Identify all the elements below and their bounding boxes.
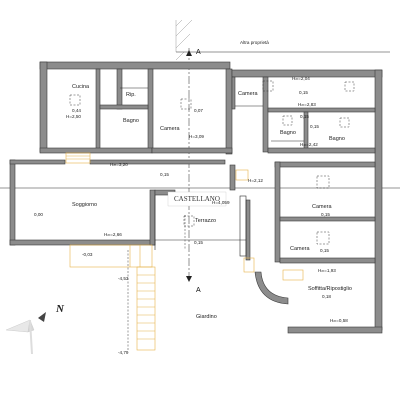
- north-mark: N: [55, 303, 65, 315]
- height-soggiorno: Hₘ=2,66: [104, 232, 122, 237]
- section-marker-top: A: [196, 49, 201, 56]
- height-corridor: Hₘ=3,20: [110, 162, 128, 167]
- walls: [9, 61, 383, 334]
- elevation-stair-mid: -4,53: [118, 276, 129, 281]
- elevation-stair-top: -0,03: [82, 252, 93, 257]
- elevation-cucina: 0,44: [72, 108, 81, 113]
- north-arrow-icon: [5, 312, 46, 355]
- room-label-soffitta: Soffitta/Ripostiglio: [308, 286, 352, 292]
- elevation-soffitta: 0,18: [322, 294, 331, 299]
- height-lower-right: Hₘ=1,93: [318, 268, 336, 273]
- height-camera-1: H=3,09: [189, 134, 204, 139]
- elevation-camera-2: 0,15: [299, 90, 308, 95]
- curved-balcony-wall: [254, 271, 289, 305]
- light-fixtures: [69, 80, 355, 250]
- stairs: [65, 152, 304, 351]
- room-label-bagno-1: Bagno: [123, 118, 139, 124]
- height-bagno-2: Hₘ=2,83: [298, 102, 316, 107]
- elevation-soggiorno: 0,00: [34, 212, 43, 217]
- room-label-camera-1: Camera: [160, 126, 181, 132]
- height-bagno-3: Hₘ=2,42: [300, 142, 318, 147]
- room-label-camera-2: Camera: [238, 91, 259, 97]
- logo-text: CASTELLANO: [174, 195, 220, 203]
- label-giardino: Giardino: [196, 314, 217, 320]
- height-hall: H=2,12: [248, 178, 263, 183]
- room-label-camera-4: Camera: [290, 246, 311, 252]
- neighbour-property-label: Altra proprietà: [240, 40, 269, 45]
- elevation-bagno-2: 0,15: [300, 114, 309, 119]
- height-camera-2: Hₘ=2,04: [292, 76, 310, 81]
- height-cucina: H=2,50: [66, 114, 81, 119]
- room-label-camera-3: Camera: [312, 204, 333, 210]
- section-arrow-bottom: [186, 276, 192, 282]
- room-label-bagno-3: Bagno: [329, 136, 345, 142]
- room-label-terrazzo: Terrazzo: [195, 218, 216, 224]
- room-label-cucina: Cucina: [72, 84, 90, 90]
- logo: CASTELLANO H=4,059: [167, 191, 230, 207]
- section-marker-bottom: A: [196, 287, 201, 294]
- height-soffitta: Hₘ=0,58: [330, 318, 348, 323]
- inner-lines: [120, 87, 304, 257]
- room-label-bagno-2: Bagno: [280, 130, 296, 136]
- logo-subtext: H=4,059: [212, 200, 230, 205]
- room-label-soggiorno: Soggiorno: [72, 202, 97, 208]
- elevation-stair-bottom: -4,79: [118, 350, 129, 355]
- section-arrow-top: [186, 50, 192, 56]
- elevation-mid: 0,15: [160, 172, 169, 177]
- elevation-terrazzo: 0,15: [194, 240, 203, 245]
- elevation-camera-1: 0,07: [194, 108, 203, 113]
- neighbour-property-hatch: [175, 19, 390, 61]
- room-label-rip: Rip.: [126, 92, 136, 98]
- elevation-camera-3: 0,15: [321, 212, 330, 217]
- elevation-bagno-3: 0,15: [310, 124, 319, 129]
- elevation-camera-4: 0,15: [320, 248, 329, 253]
